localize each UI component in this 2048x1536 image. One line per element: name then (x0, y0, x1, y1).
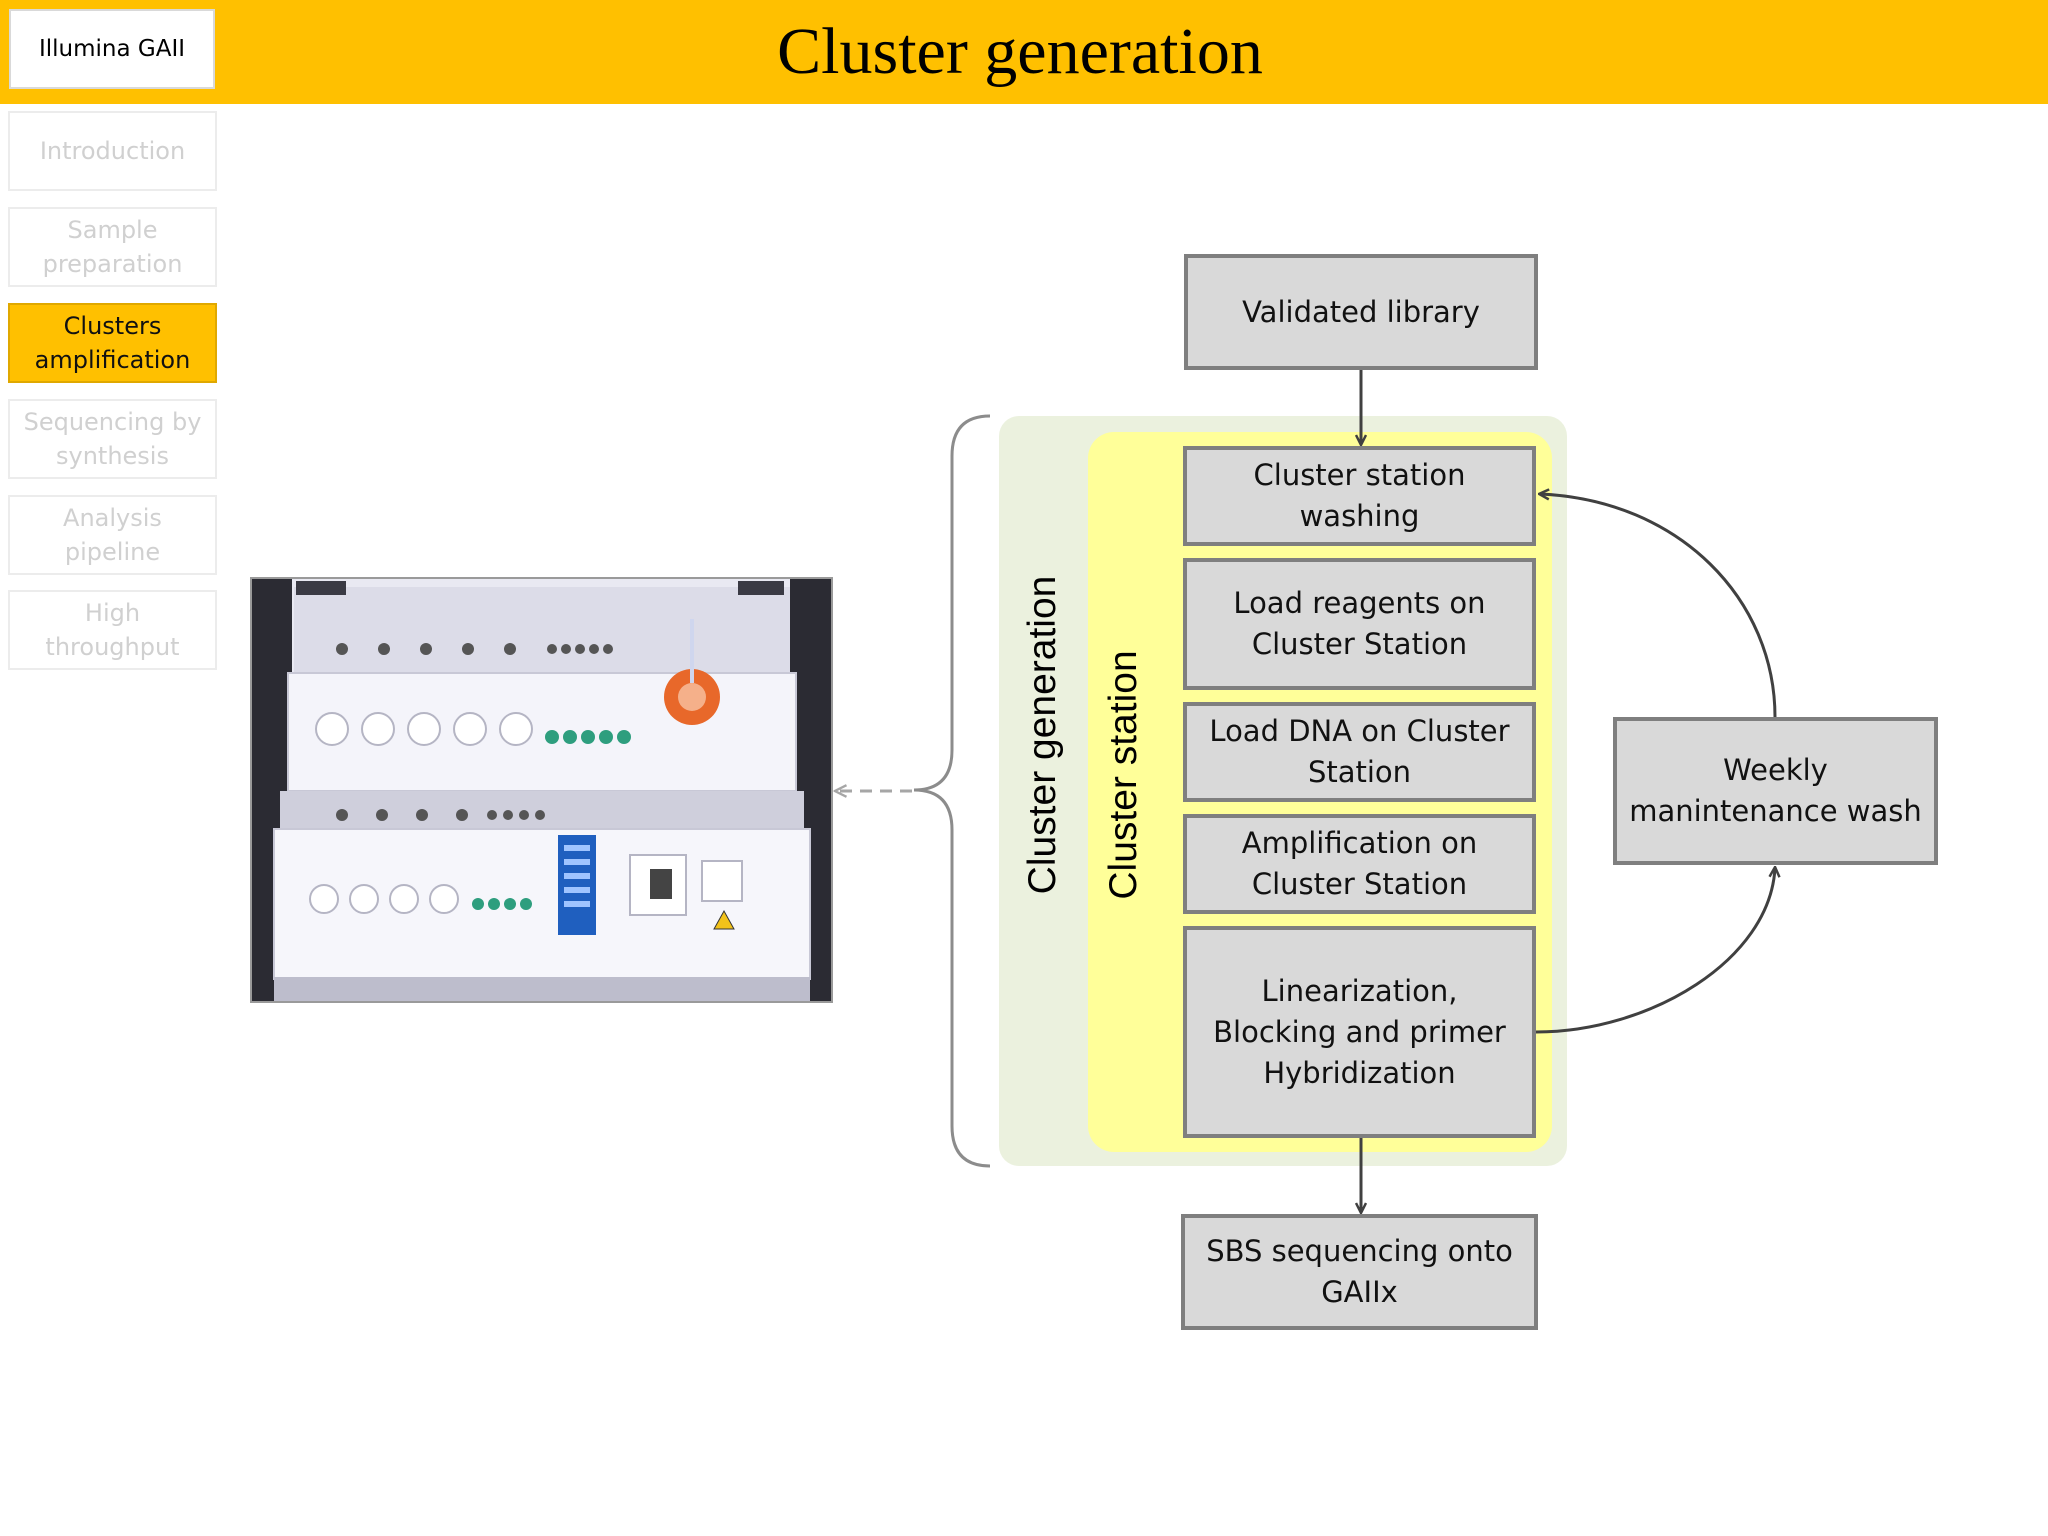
nav-item-sample-preparation[interactable]: Sample preparation (8, 207, 217, 287)
cluster-generation-label: Cluster generation (1021, 575, 1064, 895)
cluster-station-photo (250, 577, 833, 1003)
nav-item-label: High throughput (45, 599, 180, 661)
step-label: SBS sequencing onto GAIIx (1206, 1234, 1513, 1309)
arrow-weekly-to-washing (1540, 494, 1777, 718)
step-label: Weekly manintenance wash (1629, 753, 1922, 828)
step-validated-library: Validated library (1184, 254, 1538, 370)
step-amplification: Amplification on Cluster Station (1183, 814, 1536, 914)
nav-item-label: Introduction (39, 137, 186, 165)
nav-item-high-throughput[interactable]: High throughput (8, 590, 217, 670)
nav-item-label: Analysis pipeline (63, 504, 162, 566)
nav-item-label: Sequencing by synthesis (23, 408, 202, 470)
step-label: Load DNA on Cluster Station (1209, 714, 1510, 789)
step-label: Validated library (1242, 294, 1480, 329)
grouping-brace (913, 414, 991, 1168)
step-sbs-sequencing: SBS sequencing onto GAIIx (1181, 1214, 1538, 1330)
step-linearization: Linearization, Blocking and primer Hybri… (1183, 926, 1536, 1138)
step-label: Load reagents on Cluster Station (1233, 586, 1486, 661)
nav-item-analysis-pipeline[interactable]: Analysis pipeline (8, 495, 217, 575)
logo-box: Illumina GAII (9, 9, 215, 89)
nav-item-clusters-amplification[interactable]: Clusters amplification (8, 303, 217, 383)
step-load-reagents: Load reagents on Cluster Station (1183, 558, 1536, 690)
step-label: Amplification on Cluster Station (1241, 826, 1478, 901)
cluster-station-label: Cluster station (1102, 650, 1145, 900)
nav-item-label: Sample preparation (42, 216, 183, 278)
nav-item-label: Clusters amplification (34, 312, 191, 374)
slide-title: Cluster generation (777, 15, 1263, 88)
step-load-dna: Load DNA on Cluster Station (1183, 702, 1536, 802)
step-cluster-station-washing: Cluster station washing (1183, 446, 1536, 546)
cluster-station-illustration (252, 579, 831, 1001)
arrow-linearization-to-weekly (1535, 868, 1775, 1034)
nav-item-sequencing-by-synthesis[interactable]: Sequencing by synthesis (8, 399, 217, 479)
step-weekly-maintenance: Weekly manintenance wash (1613, 717, 1938, 865)
step-label: Cluster station washing (1253, 458, 1466, 533)
step-label: Linearization, Blocking and primer Hybri… (1213, 973, 1506, 1090)
nav-item-introduction[interactable]: Introduction (8, 111, 217, 191)
header-bar: Illumina GAII Cluster generation (0, 0, 2048, 104)
